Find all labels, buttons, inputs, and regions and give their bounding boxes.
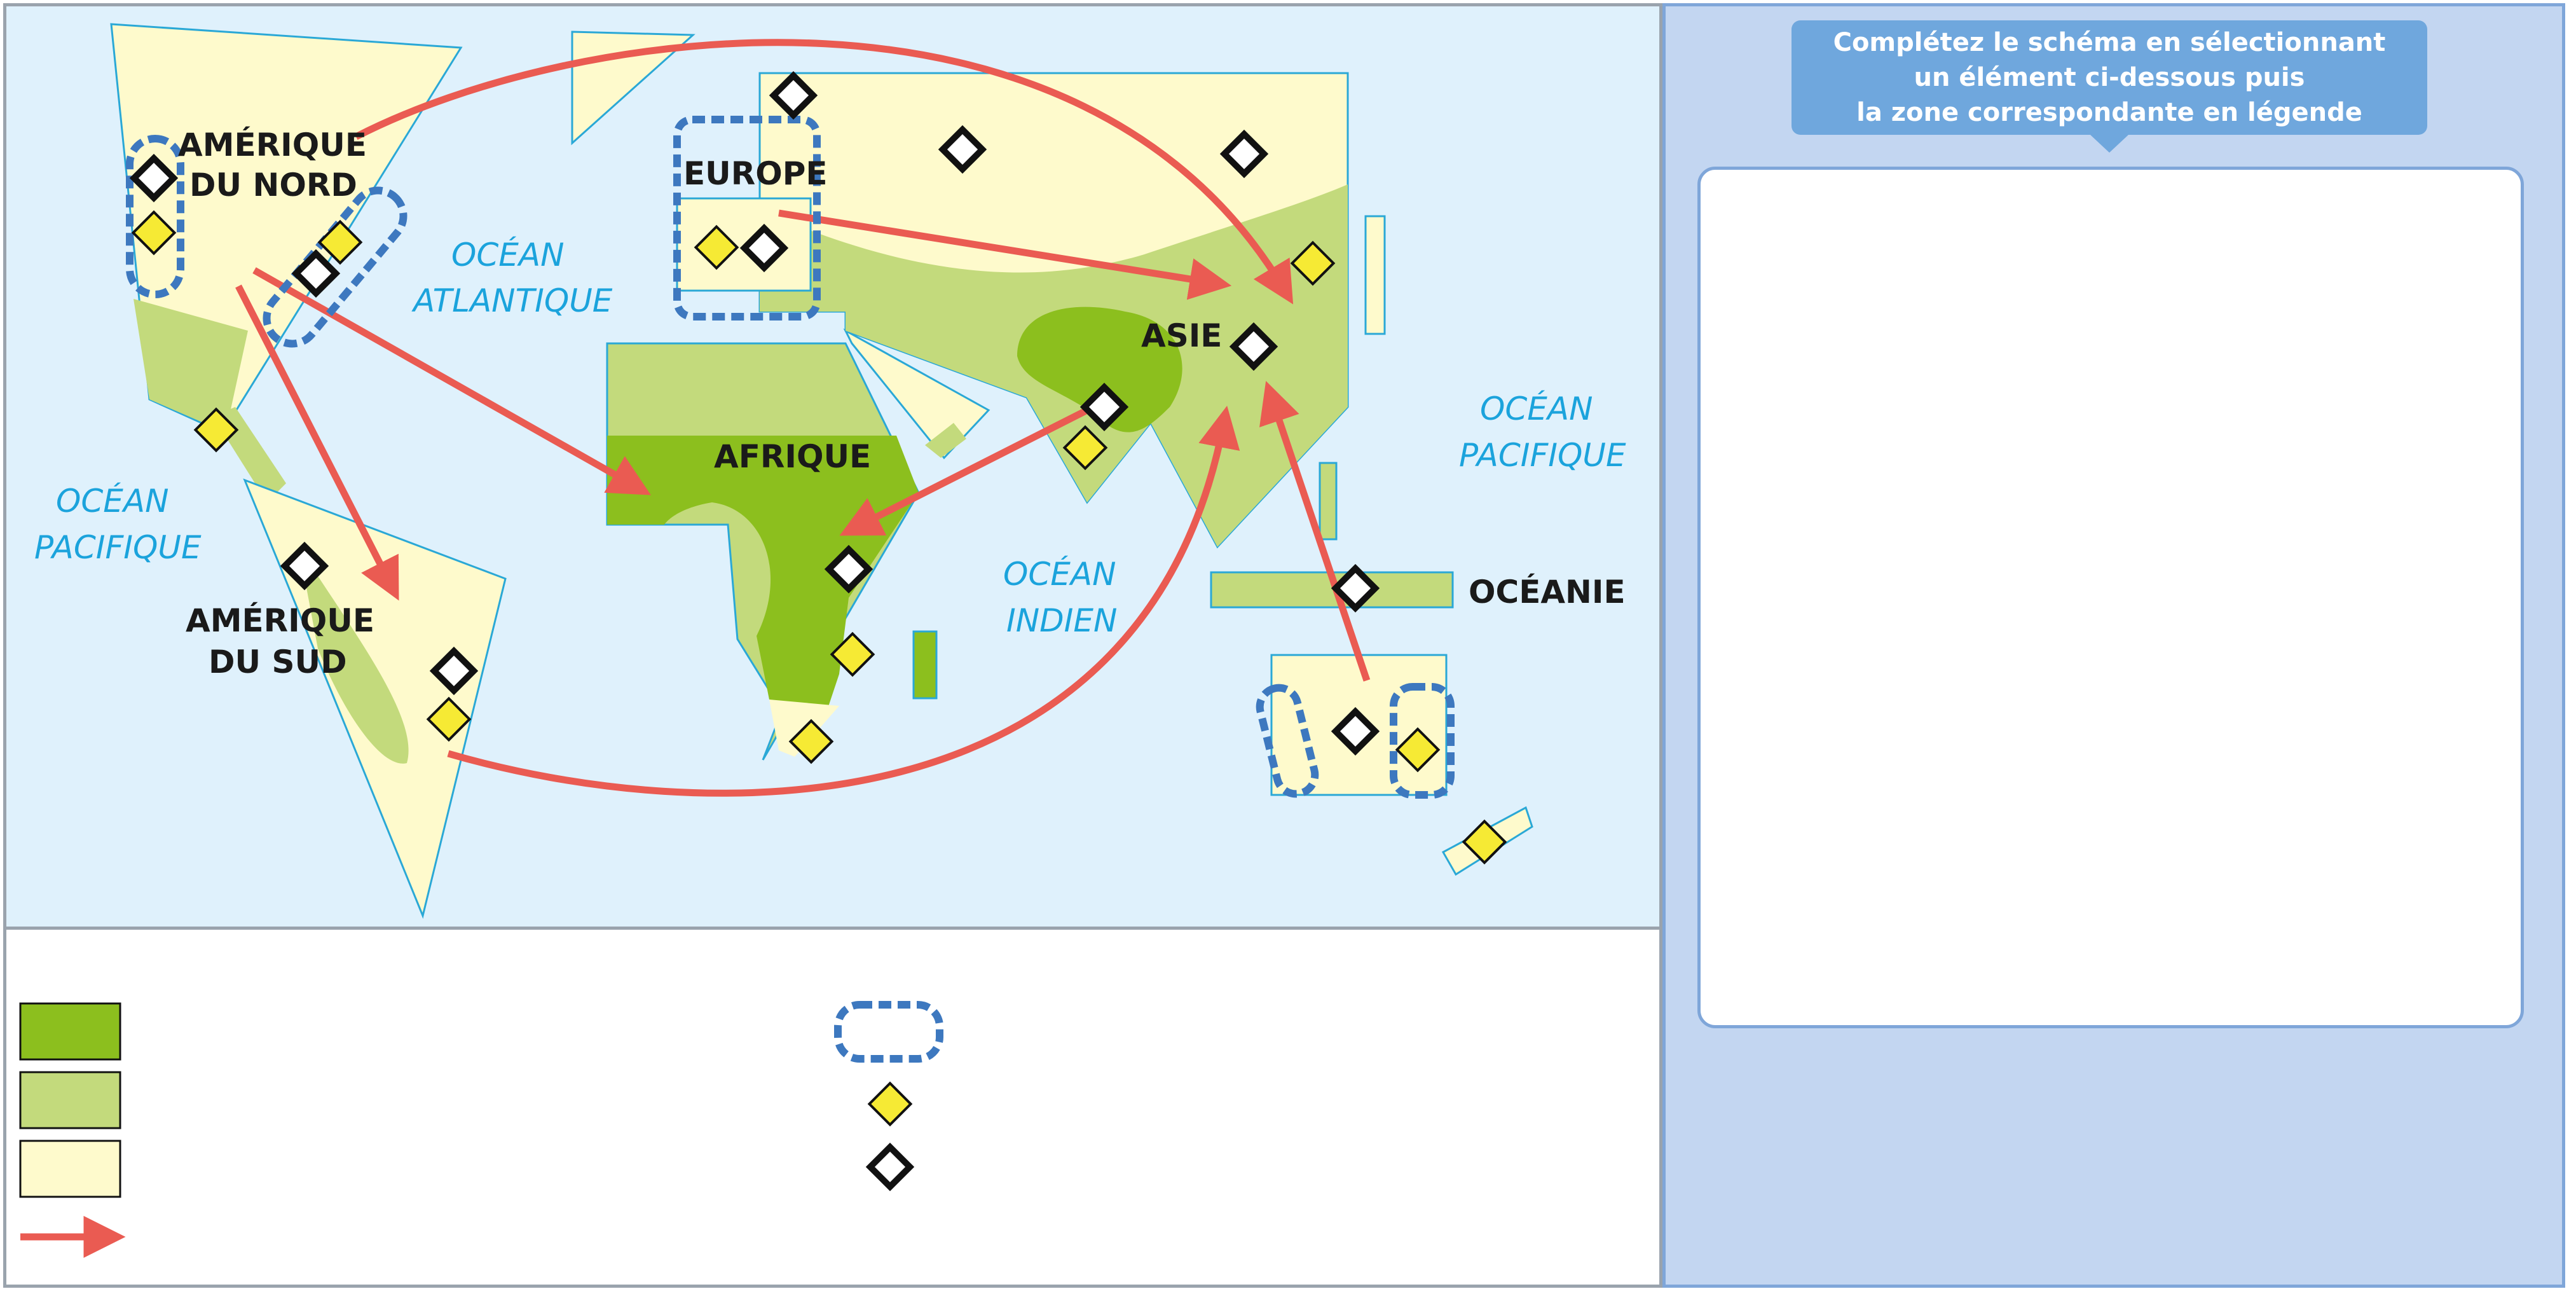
legend-white-diamond[interactable] bbox=[865, 1142, 915, 1192]
yellow-diamond bbox=[1062, 425, 1108, 471]
label-europe: EUROPE bbox=[683, 155, 828, 192]
legend-swatch-pale-yellow[interactable] bbox=[19, 1140, 121, 1198]
yellow-diamond bbox=[193, 407, 239, 453]
label-ocean-pacific-e-1: OCÉAN bbox=[1480, 390, 1593, 427]
white-diamond bbox=[1331, 563, 1380, 613]
yellow-diamond bbox=[830, 631, 875, 677]
yellow-diamond bbox=[1395, 727, 1441, 773]
white-diamond bbox=[1219, 129, 1269, 179]
dashed-zone-australia-east bbox=[1390, 683, 1455, 799]
arrow-namerica-africa bbox=[252, 267, 651, 495]
instruction-line: un élément ci-dessous puis bbox=[1914, 62, 2305, 92]
instruction-line: la zone correspondante en légende bbox=[1856, 97, 2362, 127]
yellow-diamond bbox=[1462, 819, 1507, 865]
white-diamond bbox=[1229, 322, 1278, 371]
arrow-oceania-asia bbox=[1259, 380, 1371, 682]
white-diamond bbox=[1079, 382, 1129, 432]
white-diamond bbox=[938, 125, 987, 174]
instruction-bubble: Complétez le schéma en sélectionnant un … bbox=[1792, 20, 2427, 153]
yellow-diamond bbox=[694, 224, 739, 270]
asia-dark-green bbox=[1017, 307, 1182, 432]
legend-panel bbox=[3, 930, 1662, 1288]
label-south-america-2: DU SUD bbox=[209, 644, 347, 680]
arabia-green bbox=[925, 423, 966, 458]
white-diamond bbox=[429, 646, 479, 696]
yellow-diamond bbox=[317, 219, 363, 265]
legend-swatch-light-green[interactable] bbox=[19, 1071, 121, 1129]
answer-box[interactable] bbox=[1697, 167, 2524, 1028]
yellow-diamond bbox=[788, 719, 834, 764]
yellow-diamond bbox=[131, 210, 177, 256]
white-diamond bbox=[769, 71, 818, 120]
arrow-europe-asia bbox=[778, 209, 1232, 300]
taiwan-land bbox=[1319, 462, 1338, 541]
dashed-zone-europe bbox=[673, 116, 821, 321]
legend-dashed-zone[interactable] bbox=[834, 1001, 943, 1063]
label-oceania: OCÉANIE bbox=[1469, 573, 1626, 610]
label-ocean-atlantic-2: ATLANTIQUE bbox=[411, 282, 613, 319]
dashed-zone-australia-west bbox=[1256, 684, 1319, 798]
label-asia: ASIE bbox=[1141, 317, 1222, 354]
instruction-panel: Complétez le schéma en sélectionnant un … bbox=[1662, 3, 2565, 1288]
white-diamond bbox=[824, 544, 874, 594]
yellow-diamond bbox=[1290, 240, 1336, 286]
label-ocean-pacific-w-2: PACIFIQUE bbox=[34, 529, 202, 566]
south-america-green bbox=[299, 547, 409, 764]
north-america-green bbox=[134, 299, 248, 432]
white-diamond bbox=[739, 223, 789, 273]
label-ocean-pacific-w-1: OCÉAN bbox=[56, 482, 168, 520]
yellow-diamond bbox=[426, 696, 472, 742]
madagascar-land bbox=[912, 630, 938, 700]
label-ocean-indian-2: INDIEN bbox=[1006, 602, 1117, 639]
label-ocean-pacific-e-2: PACIFIQUE bbox=[1459, 437, 1626, 474]
white-diamond bbox=[291, 249, 341, 298]
label-south-america-1: AMÉRIQUE bbox=[186, 602, 374, 639]
arrow-asia-africa bbox=[839, 404, 1095, 536]
japan-land bbox=[1364, 215, 1386, 335]
white-diamond bbox=[129, 153, 179, 203]
label-north-america-2: DU NORD bbox=[189, 167, 357, 203]
label-africa: AFRIQUE bbox=[714, 438, 871, 475]
legend-swatch-dark-green[interactable] bbox=[19, 1002, 121, 1061]
dashed-zone-namerica-east bbox=[263, 186, 408, 348]
legend-yellow-diamond[interactable] bbox=[867, 1081, 913, 1127]
white-diamond bbox=[1331, 707, 1380, 756]
label-ocean-indian-1: OCÉAN bbox=[1003, 555, 1116, 593]
arrow-samerica-asia bbox=[447, 405, 1240, 797]
dashed-zone-namerica-west bbox=[126, 135, 184, 298]
label-north-america-1: AMÉRIQUE bbox=[178, 126, 367, 163]
arrow-namerica-asia bbox=[354, 39, 1294, 305]
instruction-line: Complétez le schéma en sélectionnant bbox=[1833, 27, 2386, 57]
label-ocean-atlantic-1: OCÉAN bbox=[451, 236, 564, 273]
white-diamond bbox=[280, 541, 329, 591]
arrow-namerica-samerica bbox=[235, 284, 399, 601]
